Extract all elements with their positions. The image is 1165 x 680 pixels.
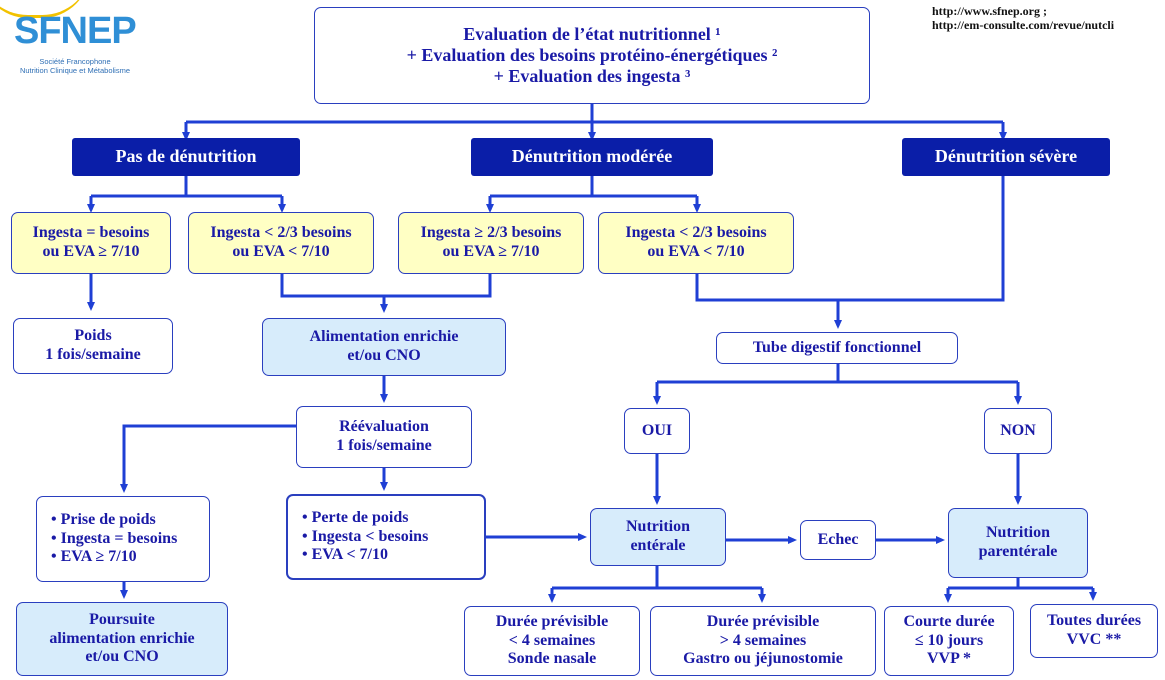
echec-box: Echec [800, 520, 876, 560]
evaluation-line-1: Evaluation de l’état nutritionnel ¹ [463, 23, 721, 44]
ingesta-a-box: Ingesta = besoins ou EVA ≥ 7/10 [11, 212, 171, 274]
ingesta-d-box: Ingesta < 2/3 besoins ou EVA < 7/10 [598, 212, 794, 274]
perte-line-3: • EVA < 7/10 [302, 546, 388, 564]
non-box: NON [984, 408, 1052, 454]
logo-sub-line-1: Société Francophone [39, 57, 111, 66]
reevaluation-line-2: 1 fois/semaine [336, 437, 432, 454]
alimentation-line-2: et/ou CNO [347, 347, 421, 364]
duree-courte-line-2: < 4 semaines [508, 631, 596, 649]
poursuite-line-3: et/ou CNO [85, 648, 159, 666]
poids-box: Poids 1 fois/semaine [13, 318, 173, 374]
duree-courte-box: Durée prévisible < 4 semaines Sonde nasa… [464, 606, 640, 676]
sfnep-logo: SFNEP Société Francophone Nutrition Clin… [0, 0, 150, 80]
courte-line-2: ≤ 10 jours [914, 631, 984, 649]
ingesta-a-line-1: Ingesta = besoins [32, 224, 150, 242]
logo-arc-decoration [0, 0, 90, 18]
poids-line-1: Poids [74, 327, 112, 345]
ingesta-c-box: Ingesta ≥ 2/3 besoins ou EVA ≥ 7/10 [398, 212, 584, 274]
enterale-box: Nutrition entérale [590, 508, 726, 566]
duree-longue-line-3: Gastro ou jéjunostomie [683, 650, 843, 668]
ingesta-a-line-2: ou EVA ≥ 7/10 [42, 243, 140, 260]
alimentation-box: Alimentation enrichie et/ou CNO [262, 318, 506, 376]
logo-subtitle: Société Francophone Nutrition Clinique e… [0, 57, 150, 75]
courte-line-1: Courte durée [903, 612, 995, 630]
reference-links: http://www.sfnep.org ; http://em-consult… [932, 4, 1114, 33]
tube-label: Tube digestif fonctionnel [752, 338, 922, 356]
courte-line-3: VVP * [927, 650, 971, 668]
duree-courte-line-3: Sonde nasale [507, 650, 597, 668]
level-none-box: Pas de dénutrition [72, 138, 300, 176]
non-label: NON [1000, 421, 1036, 439]
poursuite-line-1: Poursuite [89, 610, 155, 628]
prise-line-1: • Prise de poids [51, 510, 156, 528]
oui-box: OUI [624, 408, 690, 454]
link-sfnep[interactable]: http://www.sfnep.org ; [932, 4, 1048, 18]
level-none-label: Pas de dénutrition [115, 146, 257, 167]
ingesta-c-line-1: Ingesta ≥ 2/3 besoins [420, 224, 562, 242]
echec-label: Echec [817, 530, 859, 548]
evaluation-line-3: + Evaluation des ingesta ³ [493, 66, 691, 87]
prise-box: • Prise de poids • Ingesta = besoins • E… [36, 496, 210, 582]
perte-box: • Perte de poids • Ingesta < besoins • E… [286, 494, 486, 580]
courte-duree-box: Courte durée ≤ 10 jours VVP * [884, 606, 1014, 676]
ingesta-b-line-2: ou EVA < 7/10 [232, 243, 330, 260]
level-severe-box: Dénutrition sévère [902, 138, 1110, 176]
alimentation-line-1: Alimentation enrichie [309, 328, 459, 346]
enterale-line-2: entérale [630, 537, 686, 554]
wire-d-severe-join [695, 176, 1005, 302]
poursuite-line-2: alimentation enrichie [49, 629, 195, 647]
oui-label: OUI [641, 421, 673, 439]
level-moderate-box: Dénutrition modérée [471, 138, 713, 176]
ingesta-d-line-1: Ingesta < 2/3 besoins [625, 224, 767, 242]
ingesta-b-line-1: Ingesta < 2/3 besoins [210, 224, 352, 242]
parenterale-line-1: Nutrition [986, 524, 1050, 542]
arrow-to-prise [120, 424, 296, 493]
ingesta-b-box: Ingesta < 2/3 besoins ou EVA < 7/10 [188, 212, 374, 274]
logo-name: SFNEP [14, 10, 137, 52]
prise-line-3: • EVA ≥ 7/10 [51, 548, 137, 566]
poids-line-2: 1 fois/semaine [45, 346, 141, 363]
evaluation-box: Evaluation de l’état nutritionnel ¹ + Ev… [314, 7, 870, 104]
toutes-durees-box: Toutes durées VVC ** [1030, 604, 1158, 658]
reevaluation-box: Réévaluation 1 fois/semaine [296, 406, 472, 468]
link-em-consulte[interactable]: http://em-consulte.com/revue/nutcli [932, 18, 1115, 33]
poursuite-box: Poursuite alimentation enrichie et/ou CN… [16, 602, 228, 676]
duree-longue-box: Durée prévisible > 4 semaines Gastro ou … [650, 606, 876, 676]
wire-b-c-join [280, 274, 492, 298]
ingesta-c-line-2: ou EVA ≥ 7/10 [442, 243, 540, 260]
duree-courte-line-1: Durée prévisible [495, 612, 609, 630]
reevaluation-line-1: Réévaluation [339, 418, 429, 436]
duree-longue-line-1: Durée prévisible [706, 612, 820, 630]
tube-box: Tube digestif fonctionnel [716, 332, 958, 364]
level-severe-label: Dénutrition sévère [934, 146, 1078, 167]
parenterale-line-2: parentérale [978, 543, 1058, 560]
perte-line-2: • Ingesta < besoins [302, 527, 429, 545]
parenterale-box: Nutrition parentérale [948, 508, 1088, 578]
logo-sub-line-2: Nutrition Clinique et Métabolisme [19, 65, 131, 75]
enterale-line-1: Nutrition [626, 518, 690, 536]
toutes-line-1: Toutes durées [1046, 612, 1142, 630]
ingesta-d-line-2: ou EVA < 7/10 [647, 243, 745, 260]
perte-line-1: • Perte de poids [302, 508, 409, 526]
prise-line-2: • Ingesta = besoins [51, 529, 178, 547]
evaluation-line-2: + Evaluation des besoins protéino-énergé… [406, 44, 778, 65]
level-moderate-label: Dénutrition modérée [511, 146, 673, 167]
toutes-line-2: VVC ** [1066, 631, 1122, 648]
duree-longue-line-2: > 4 semaines [719, 631, 807, 649]
